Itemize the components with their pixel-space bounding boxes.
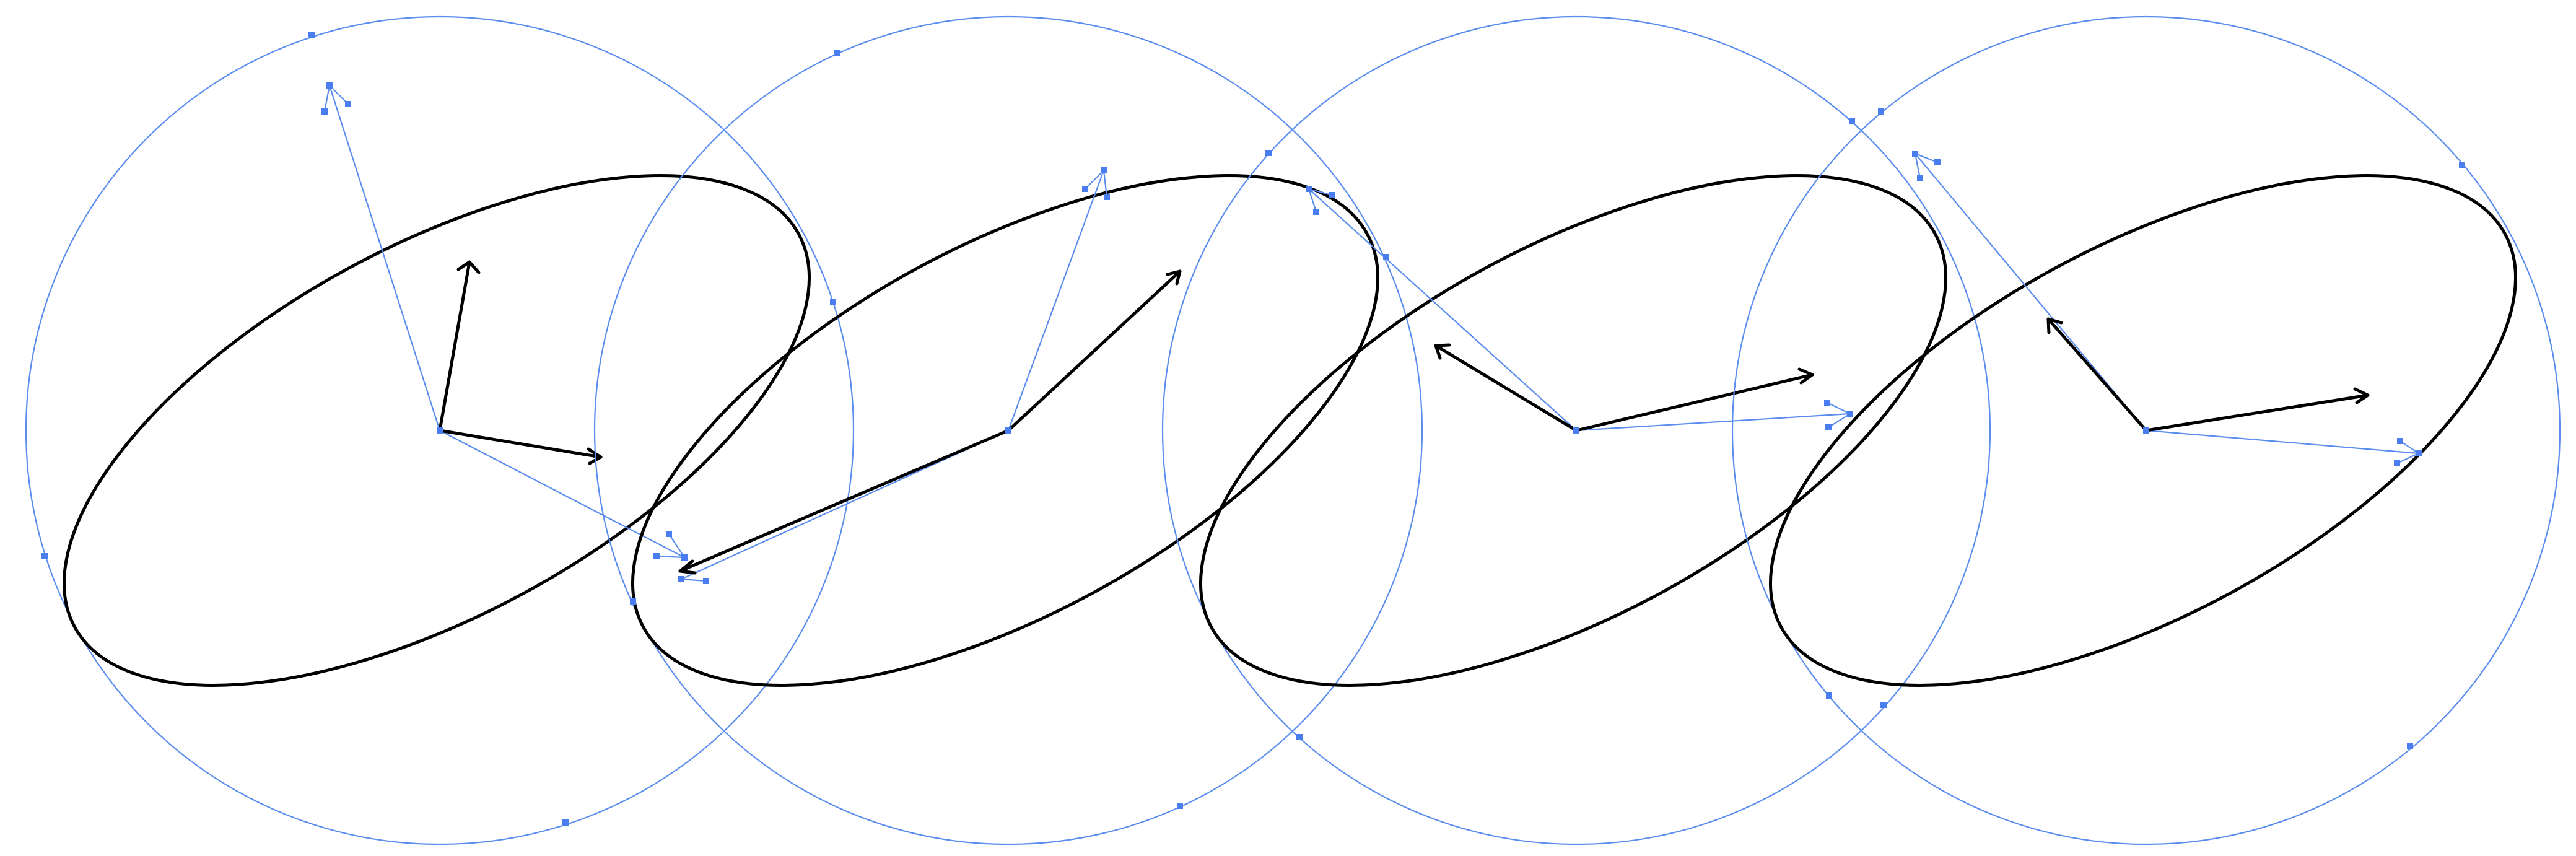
- panel-3: [1161, 15, 1991, 845]
- anchor-handle[interactable]: [678, 576, 684, 582]
- panel-4-guide-circle: [1731, 15, 2561, 845]
- panel-1-handle-cluster-lower: [653, 531, 688, 561]
- anchor-handle[interactable]: [321, 108, 328, 115]
- anchor-handle[interactable]: [1329, 192, 1335, 198]
- anchor-handle[interactable]: [2143, 427, 2149, 434]
- anchor-handle[interactable]: [1849, 118, 1855, 124]
- anchor-handle[interactable]: [2394, 460, 2400, 466]
- anchor-handle[interactable]: [1104, 194, 1110, 200]
- panel-4: [1731, 15, 2561, 845]
- panel-2-vector-b: [678, 429, 1010, 575]
- panel-3-guide-circle: [1161, 15, 1991, 845]
- panel-4-ellipse: [1769, 174, 2517, 687]
- anchor-handle[interactable]: [2459, 162, 2465, 168]
- anchor-handle[interactable]: [1306, 186, 1312, 192]
- anchor-handle[interactable]: [308, 32, 315, 38]
- arrow-head: [1166, 269, 1182, 286]
- panel-4-vector-b: [2144, 387, 2370, 432]
- anchor-handle[interactable]: [830, 299, 836, 305]
- panel-1-guide-line-lower: [439, 430, 685, 558]
- anchor-handle[interactable]: [1383, 254, 1389, 260]
- anchor-handle[interactable]: [1101, 167, 1107, 173]
- anchor-handle[interactable]: [1934, 159, 1941, 165]
- anchor-handle[interactable]: [834, 50, 840, 56]
- panel-1-guide-line-upper: [328, 85, 441, 431]
- panel-4-handle-cluster-lower: [2394, 438, 2422, 466]
- anchor-handle[interactable]: [1912, 151, 1918, 157]
- panel-3-ellipse: [1199, 174, 1947, 687]
- anchor-handle[interactable]: [1917, 175, 1923, 181]
- panel-2-vector-a: [1006, 269, 1182, 432]
- arrow-head: [456, 260, 481, 274]
- anchor-handle[interactable]: [1826, 692, 1832, 699]
- anchor-handle[interactable]: [1847, 411, 1853, 417]
- panel-3-handle-cluster-lower: [1824, 400, 1853, 430]
- panel-1: [25, 15, 855, 845]
- anchor-handle[interactable]: [1824, 400, 1830, 406]
- arrow-head: [2046, 317, 2063, 334]
- panel-2-handle-cluster-lower: [678, 576, 709, 584]
- panel-3-guide-line-upper: [1308, 188, 1577, 431]
- panel-4-vector-a: [2046, 317, 2148, 432]
- arrow-head: [587, 447, 603, 465]
- arrow-head: [678, 559, 697, 575]
- anchor-handle[interactable]: [437, 427, 443, 434]
- panel-2-handle-cluster-upper: [1082, 167, 1110, 200]
- arrow-head: [1797, 367, 1814, 385]
- anchor-handle[interactable]: [562, 819, 569, 826]
- anchor-handle[interactable]: [1573, 427, 1579, 434]
- panel-3-vector-b: [1574, 367, 1814, 432]
- panel-2-guide-line-upper: [1007, 170, 1105, 431]
- panel-3-handle-cluster-upper: [1306, 186, 1335, 215]
- anchor-handle[interactable]: [1082, 186, 1088, 192]
- panel-4-guide-line-lower: [2146, 429, 2419, 455]
- anchor-handle[interactable]: [1878, 108, 1884, 115]
- anchor-handle[interactable]: [1005, 427, 1011, 434]
- arrow-head: [1434, 343, 1451, 360]
- anchor-handle[interactable]: [653, 553, 660, 559]
- anchor-handle[interactable]: [1313, 209, 1319, 215]
- panel-1-vector-b: [438, 429, 603, 465]
- panel-1-ellipse: [63, 174, 811, 687]
- panel-1-vector-a: [438, 260, 481, 432]
- arrow-head: [2353, 387, 2370, 404]
- anchor-handle[interactable]: [2407, 743, 2413, 749]
- panel-2: [593, 15, 1423, 845]
- anchor-handle[interactable]: [703, 578, 709, 584]
- anchor-handle[interactable]: [1880, 702, 1887, 708]
- panel-3-guide-line-lower: [1576, 413, 1851, 432]
- panel-2-ellipse: [631, 174, 1379, 687]
- anchor-handle[interactable]: [1296, 734, 1303, 740]
- anchor-handle[interactable]: [2416, 450, 2422, 456]
- anchor-handle[interactable]: [345, 101, 351, 107]
- panel-2-guide-circle: [593, 15, 1423, 845]
- anchor-handle[interactable]: [630, 598, 636, 605]
- anchor-handle[interactable]: [681, 554, 688, 561]
- anchor-handle[interactable]: [1825, 424, 1832, 430]
- anchor-handle[interactable]: [326, 82, 333, 89]
- panel-1-guide-circle: [25, 15, 855, 845]
- panel-1-handle-cluster-upper: [321, 82, 351, 115]
- anchor-handle[interactable]: [41, 553, 48, 559]
- panel-4-handle-cluster-upper: [1912, 151, 1941, 181]
- anchor-handle[interactable]: [2397, 438, 2403, 444]
- panel-3-vector-a: [1434, 343, 1578, 432]
- anchor-handle[interactable]: [1177, 803, 1183, 809]
- anchor-handle[interactable]: [1265, 150, 1272, 156]
- anchor-handle[interactable]: [666, 531, 672, 537]
